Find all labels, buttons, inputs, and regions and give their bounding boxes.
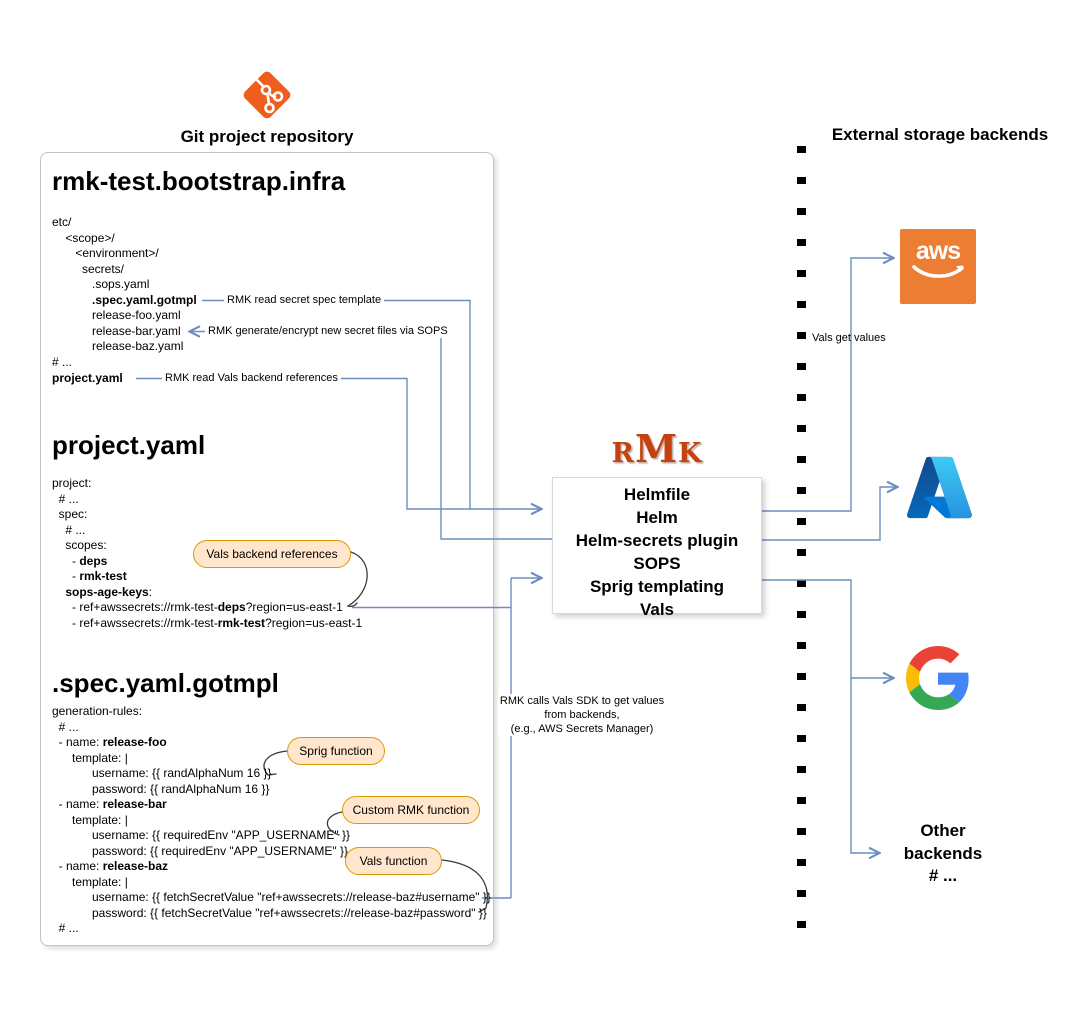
other-backends-label: Other backends # ...	[878, 820, 1008, 888]
label-vals-get-values: Vals get values	[812, 332, 886, 344]
list-line: Sprig templating	[589, 577, 725, 596]
code-line: .spec.yaml.gotmpl	[92, 292, 197, 307]
code-line: generation-rules:	[52, 704, 143, 718]
list-line: Helm-secrets plugin	[575, 531, 739, 550]
list-line: SOPS	[633, 554, 681, 573]
project-yaml-title: project.yaml	[52, 430, 206, 460]
git-repo-caption: Git project repository	[180, 127, 354, 146]
spec-gotmpl-code: generation-rules: # ... - name: release-…	[52, 704, 491, 937]
label-read-vals-refs: RMK read Vals backend references	[162, 372, 341, 385]
label-read-spec-template: RMK read secret spec template	[224, 294, 385, 307]
code-line: project.yaml	[52, 371, 123, 385]
label-generate-encrypt-sops: RMK generate/encrypt new secret files vi…	[205, 325, 451, 338]
list-line: # ...	[928, 866, 958, 885]
azure-logo	[906, 456, 973, 519]
code-line: template: |	[52, 750, 128, 765]
code-line: release-bar.yaml	[52, 323, 181, 338]
aws-logo-word: aws	[915, 237, 961, 265]
backends-heading: External storage backends	[831, 125, 1049, 144]
code-line: # ...	[52, 491, 79, 506]
code-line: - name: release-baz	[52, 859, 169, 873]
rmk-logo: RMK	[611, 426, 703, 471]
code-line: # ...	[52, 354, 73, 369]
bubble-vals-function: Vals function	[345, 847, 442, 875]
spec-gotmpl-title: .spec.yaml.gotmpl	[52, 668, 279, 698]
code-line: <environment>/	[52, 246, 159, 260]
list-line: Helmfile	[623, 485, 691, 504]
list-line: Vals	[639, 600, 675, 619]
code-line: project:	[52, 476, 92, 490]
code-line: release-foo.yaml	[52, 308, 181, 322]
code-line: - ref+awssecrets://rmk-test-rmk-test?reg…	[52, 615, 363, 630]
code-line: release-baz.yaml	[52, 339, 184, 353]
code-line: template: |	[52, 812, 128, 827]
aws-logo: aws	[900, 229, 976, 304]
code-line: template: |	[52, 874, 128, 889]
code-line: - deps	[52, 553, 108, 568]
label-rmk-calls-vals-sdk: RMK calls Vals SDK to get values from bac…	[498, 694, 666, 736]
code-line: .sops.yaml	[52, 277, 150, 291]
code-line: - rmk-test	[52, 569, 127, 583]
code-line: # ...	[52, 719, 79, 734]
code-line: password: {{ randAlphaNum 16 }}	[52, 781, 270, 796]
code-line: username: {{ fetchSecretValue "ref+awsse…	[52, 890, 491, 904]
infra-repo-title: rmk-test.bootstrap.infra	[52, 166, 346, 196]
git-icon	[243, 71, 291, 119]
repo-file-tree: etc/ <scope>/ <environment>/ secrets/ .s…	[52, 215, 197, 370]
code-line: password: {{ fetchSecretValue "ref+awsse…	[52, 905, 487, 920]
google-logo	[906, 646, 969, 710]
list-line: (e.g., AWS Secrets Manager)	[510, 723, 654, 735]
code-line: sops-age-keys:	[65, 584, 153, 599]
bubble-sprig-function: Sprig function	[287, 737, 385, 765]
code-line: scopes:	[52, 538, 107, 552]
list-line: from backends,	[544, 709, 620, 721]
code-line: - ref+awssecrets://rmk-test-deps?region=…	[52, 600, 343, 614]
code-line: etc/	[52, 215, 72, 229]
code-line: # ...	[52, 921, 79, 935]
code-line: secrets/	[52, 261, 125, 276]
list-line: Helm	[636, 508, 678, 527]
list-line: backends	[903, 843, 983, 863]
code-line: - name: release-bar	[52, 797, 167, 811]
bubble-custom-rmk-function: Custom RMK function	[342, 796, 480, 824]
list-line: RMK calls Vals SDK to get values	[499, 695, 665, 707]
code-line: spec:	[52, 507, 88, 521]
code-line: <scope>/	[52, 230, 115, 245]
code-line: # ...	[52, 522, 86, 537]
list-line: Other	[920, 821, 966, 840]
code-line: username: {{ requiredEnv "APP_USERNAME" …	[52, 828, 350, 842]
code-line: password: {{ requiredEnv "APP_USERNAME" …	[52, 843, 348, 858]
aws-smile-icon	[912, 265, 964, 278]
project-yaml-code: project: # ... spec: # ... scopes: - dep…	[52, 476, 362, 631]
code-line: - name: release-foo	[52, 735, 167, 749]
bubble-vals-backend-references: Vals backend references	[193, 540, 351, 568]
code-line: username: {{ randAlphaNum 16 }}	[52, 766, 272, 780]
project-yaml-file-row: project.yaml	[52, 371, 123, 387]
